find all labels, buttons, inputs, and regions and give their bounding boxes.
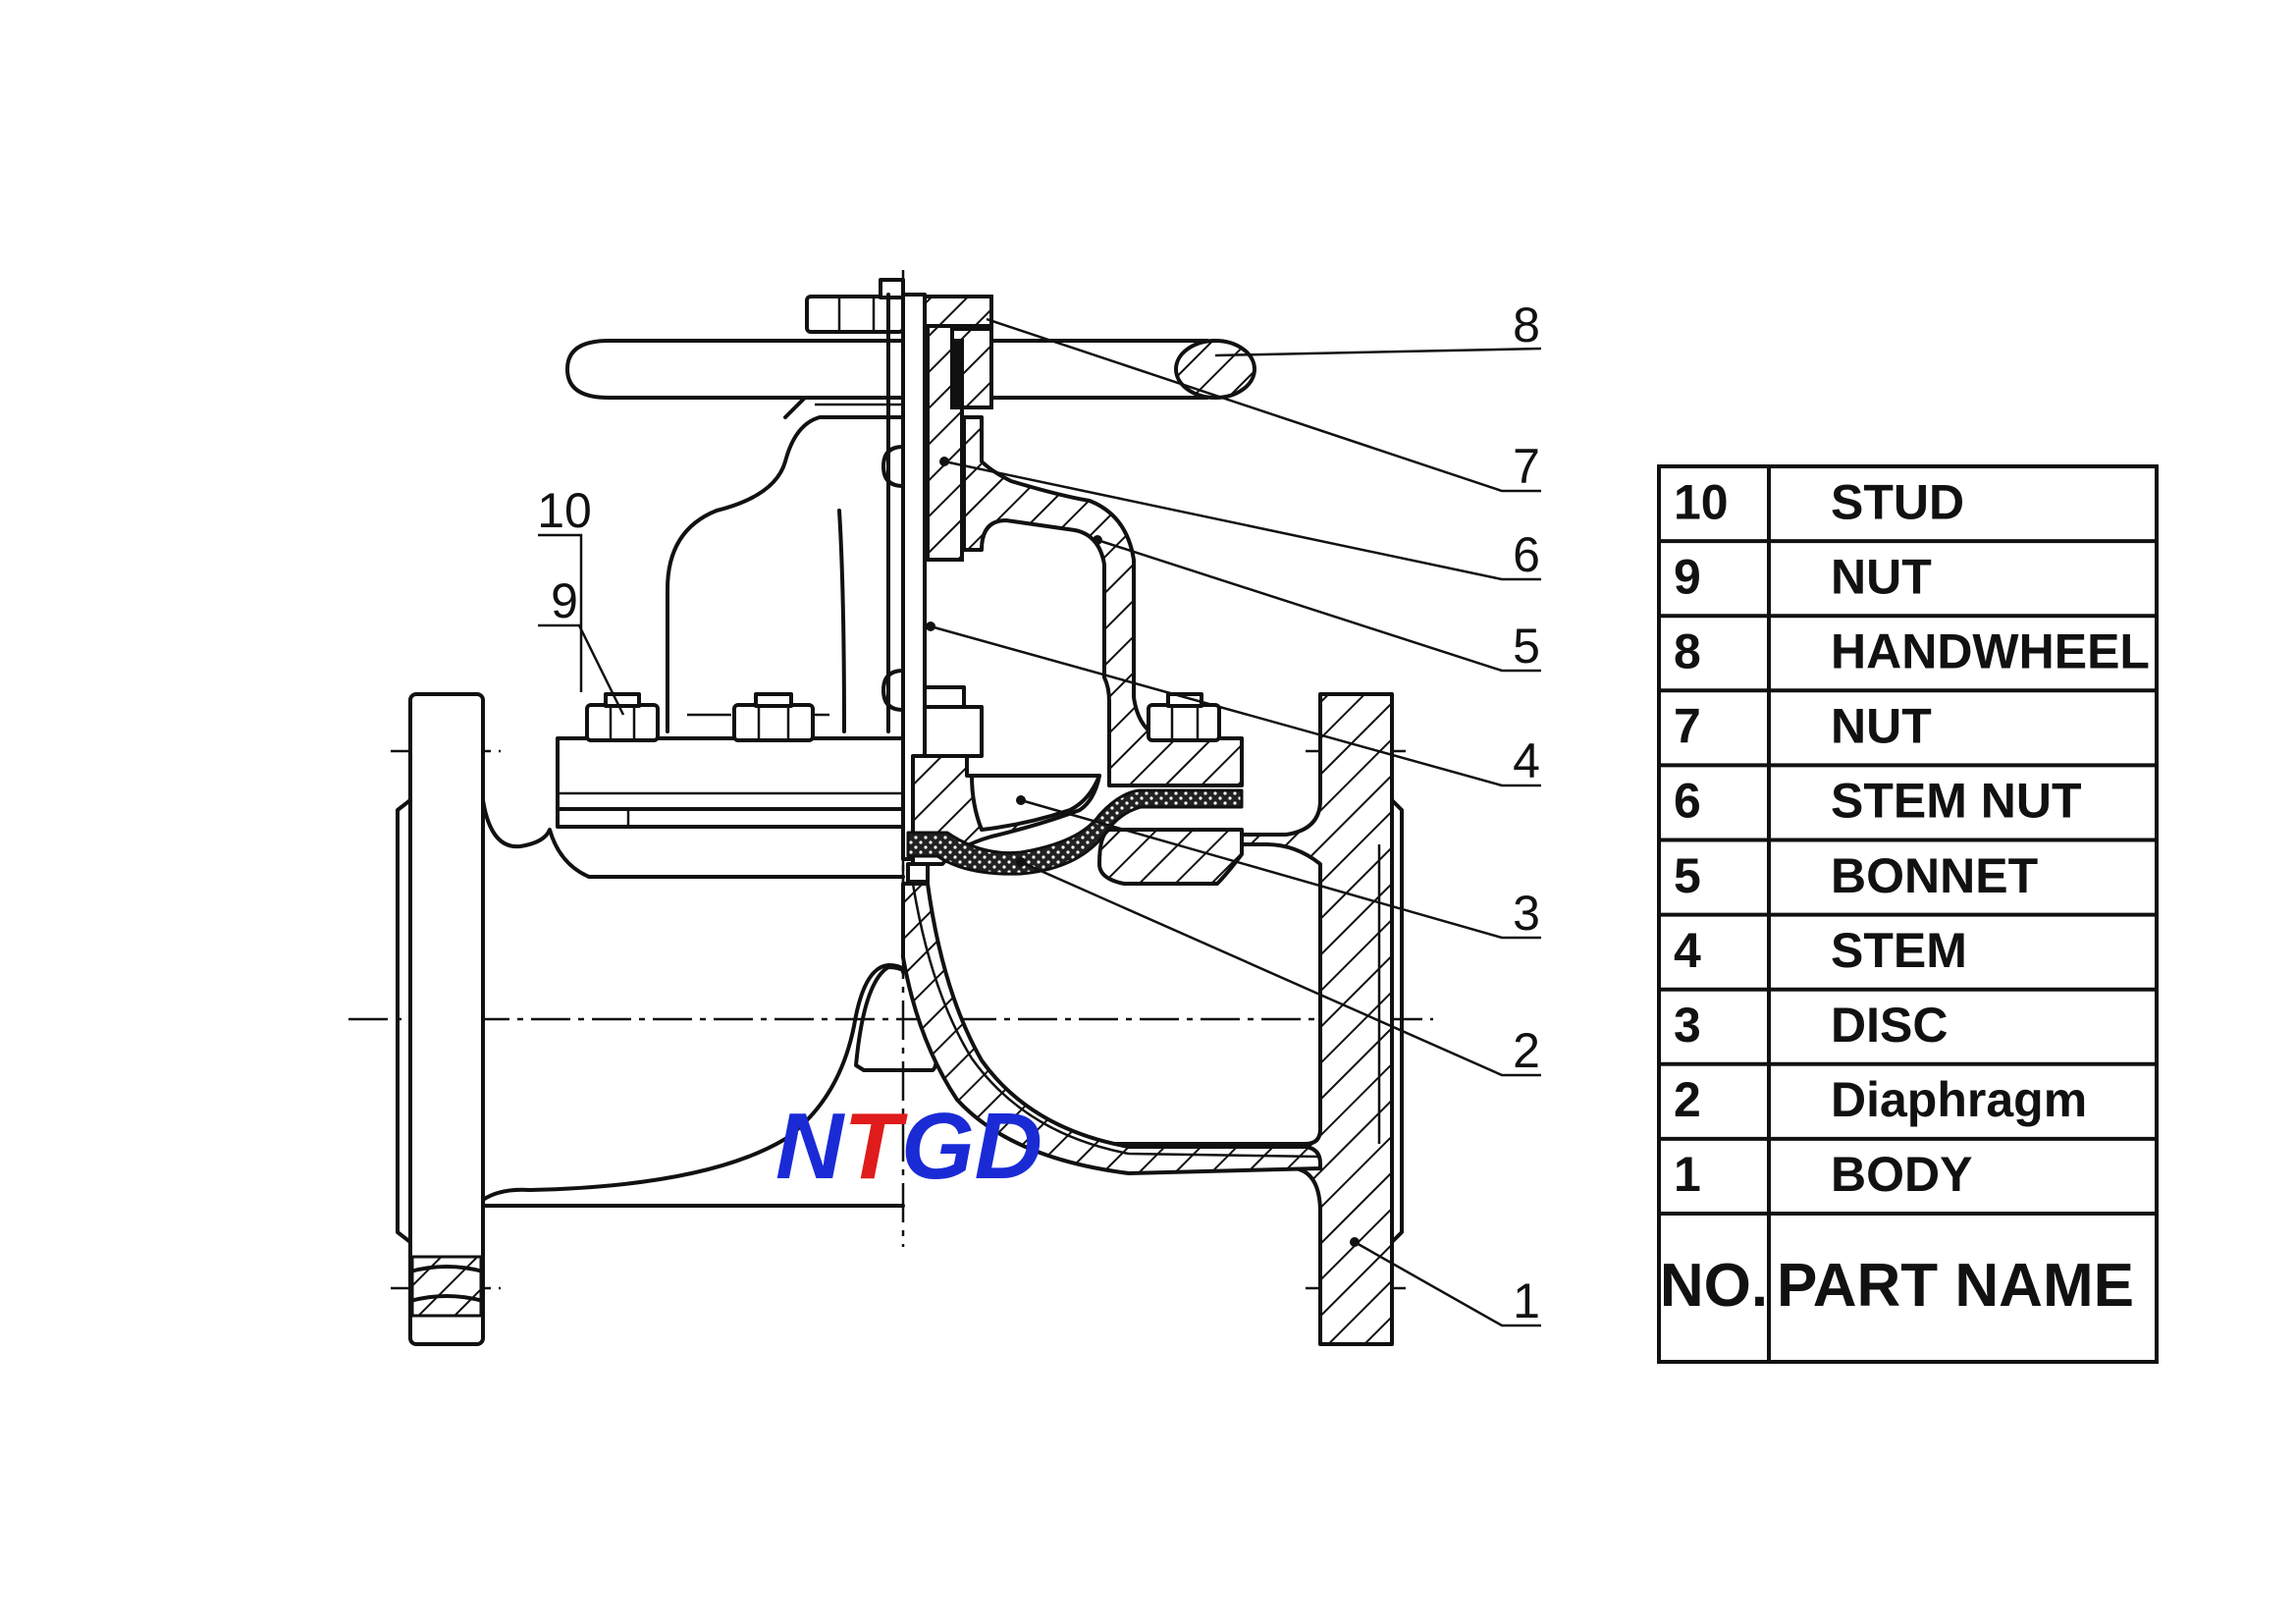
- bonnet-exterior-outline: [666, 415, 905, 733]
- table-row-no: 2: [1674, 1072, 1701, 1127]
- body-upper-ring-section: [1097, 828, 1244, 886]
- bonnet-flange-plate: [556, 736, 905, 811]
- table-row-no: 9: [1674, 549, 1701, 604]
- table-row-no: 10: [1674, 474, 1729, 529]
- valve-exterior-half: [396, 278, 1222, 1346]
- nut-7-section: [921, 295, 993, 328]
- table-row-part-name: DISC: [1831, 998, 1948, 1053]
- callout-8: 8: [1513, 298, 1540, 352]
- diaphragm-section: [906, 788, 1244, 876]
- right-flange-raised-face: [1390, 798, 1404, 1244]
- handwheel-rim-section: [1174, 339, 1256, 400]
- table-row-no: 5: [1674, 848, 1701, 903]
- leader-lines: [538, 317, 1542, 1327]
- leader-4: [930, 624, 1541, 787]
- table-row-no: 4: [1674, 923, 1701, 978]
- bonnet-inner-rib: [837, 509, 846, 733]
- table-row-part-name: HANDWHEEL: [1831, 623, 2150, 678]
- leader-10: [538, 533, 583, 692]
- left-flange-raised-face: [396, 798, 412, 1244]
- brand-logo: NTGD: [775, 1094, 1042, 1199]
- callout-4: 4: [1513, 733, 1540, 788]
- leader-5: [1096, 538, 1541, 673]
- bonnet-hole-lower: [881, 669, 905, 712]
- table-row-part-name: STUD: [1831, 474, 1964, 529]
- table-row-part-name: STEM NUT: [1831, 774, 2082, 829]
- callout-7: 7: [1513, 439, 1540, 494]
- callout-numbers: 8 7 6 5 4 3 2 1 10 9: [537, 298, 1540, 1328]
- callout-6: 6: [1513, 527, 1540, 582]
- nut-9-right: [1147, 692, 1221, 742]
- table-row-part-name: NUT: [1831, 699, 1932, 754]
- table-row-no: 8: [1674, 623, 1701, 678]
- table-row-part-name: NUT: [1831, 549, 1932, 604]
- callout-2: 2: [1513, 1023, 1540, 1078]
- callout-5: 5: [1513, 619, 1540, 674]
- leader-7: [986, 317, 1541, 493]
- table-header-no: NO.: [1660, 1252, 1768, 1320]
- callout-9: 9: [551, 573, 578, 628]
- table-row-part-name: STEM: [1831, 923, 1967, 978]
- table-row-no: 3: [1674, 998, 1701, 1053]
- leader-6: [943, 460, 1541, 581]
- table-row-no: 7: [1674, 699, 1701, 754]
- bonnet-hole-upper: [881, 445, 905, 488]
- body-upper-left-outline: [481, 798, 905, 879]
- table-row-part-name: BONNET: [1831, 848, 2038, 903]
- left-flange: [408, 692, 485, 1346]
- body-base-line: [481, 1198, 905, 1208]
- leader-9: [538, 623, 625, 716]
- table-row-part-name: Diaphragm: [1831, 1072, 2087, 1127]
- leader-1: [1354, 1240, 1541, 1327]
- table-header-part-name: PART NAME: [1777, 1252, 2134, 1320]
- nut-9-center: [732, 692, 815, 742]
- table-row-part-name: BODY: [1831, 1147, 1972, 1202]
- callout-1: 1: [1513, 1273, 1540, 1328]
- handwheel-spoke: [565, 339, 1222, 400]
- leader-8: [1214, 347, 1542, 357]
- valve-section-half: [901, 293, 1404, 1346]
- bonnet-section: [962, 415, 1244, 787]
- body-wall-section: [901, 882, 1322, 1175]
- leader-2: [1020, 860, 1541, 1077]
- leader-3: [1020, 798, 1541, 940]
- nut-9-left: [585, 692, 660, 742]
- callout-10: 10: [537, 483, 592, 538]
- table-row-no: 6: [1674, 774, 1701, 829]
- right-flange-section: [1053, 692, 1394, 1346]
- logo-text: NTGD: [775, 1094, 1042, 1199]
- table-row-no: 1: [1674, 1147, 1701, 1202]
- disc-cavity: [970, 774, 1101, 832]
- callout-3: 3: [1513, 886, 1540, 941]
